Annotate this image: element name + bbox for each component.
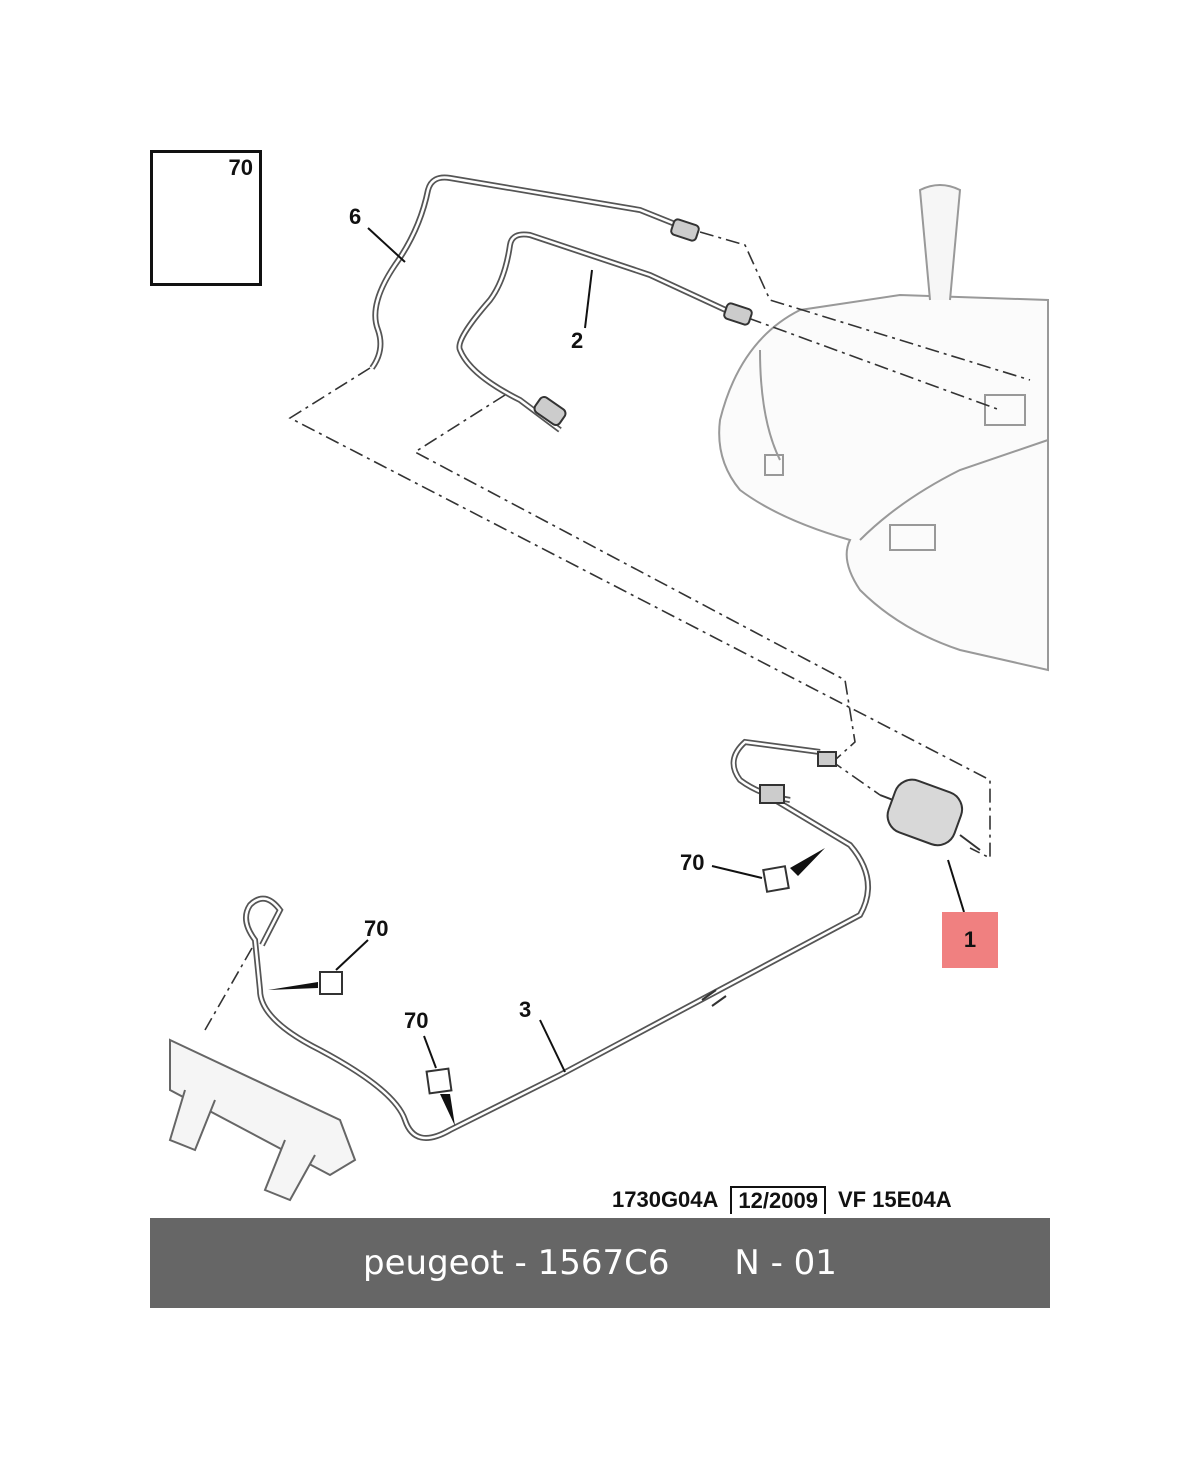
callout-70-inset: 70: [228, 155, 253, 180]
fuel-filter: [879, 778, 981, 851]
callout-1-highlighted: 1: [942, 912, 998, 968]
fuel-tank: [718, 184, 1049, 672]
clip-markers: [319, 865, 790, 1095]
callout-70-b: 70: [364, 916, 389, 941]
callout-leaders: [335, 227, 965, 1073]
assembly-leader-lines: [204, 231, 1031, 1031]
drawing-reference: 1730G04A 12/2009 VF 15E04A: [612, 1186, 952, 1214]
caption-part: peugeot - 1567C6: [363, 1243, 670, 1283]
caption-bar: peugeot - 1567C6 N - 01: [150, 1218, 1050, 1308]
callout-3: 3: [519, 997, 532, 1022]
callout-70-c: 70: [404, 1008, 429, 1033]
callout-70-a: 70: [680, 850, 705, 875]
drawing-code: 1730G04A: [612, 1187, 719, 1212]
caption-page: N - 01: [734, 1243, 837, 1283]
injector-rail: [168, 1038, 357, 1202]
drawing-date: 12/2009: [730, 1186, 826, 1214]
tube-connectors: [533, 218, 753, 427]
callout-6: 6: [349, 204, 362, 229]
clip-inset-frame: 70: [150, 150, 262, 286]
callout-1-label: 1: [963, 927, 977, 952]
drawing-variant: VF 15E04A: [837, 1187, 952, 1212]
callout-2: 2: [571, 328, 584, 353]
tube-2: [456, 231, 732, 433]
clip-arrows: [268, 848, 825, 1126]
